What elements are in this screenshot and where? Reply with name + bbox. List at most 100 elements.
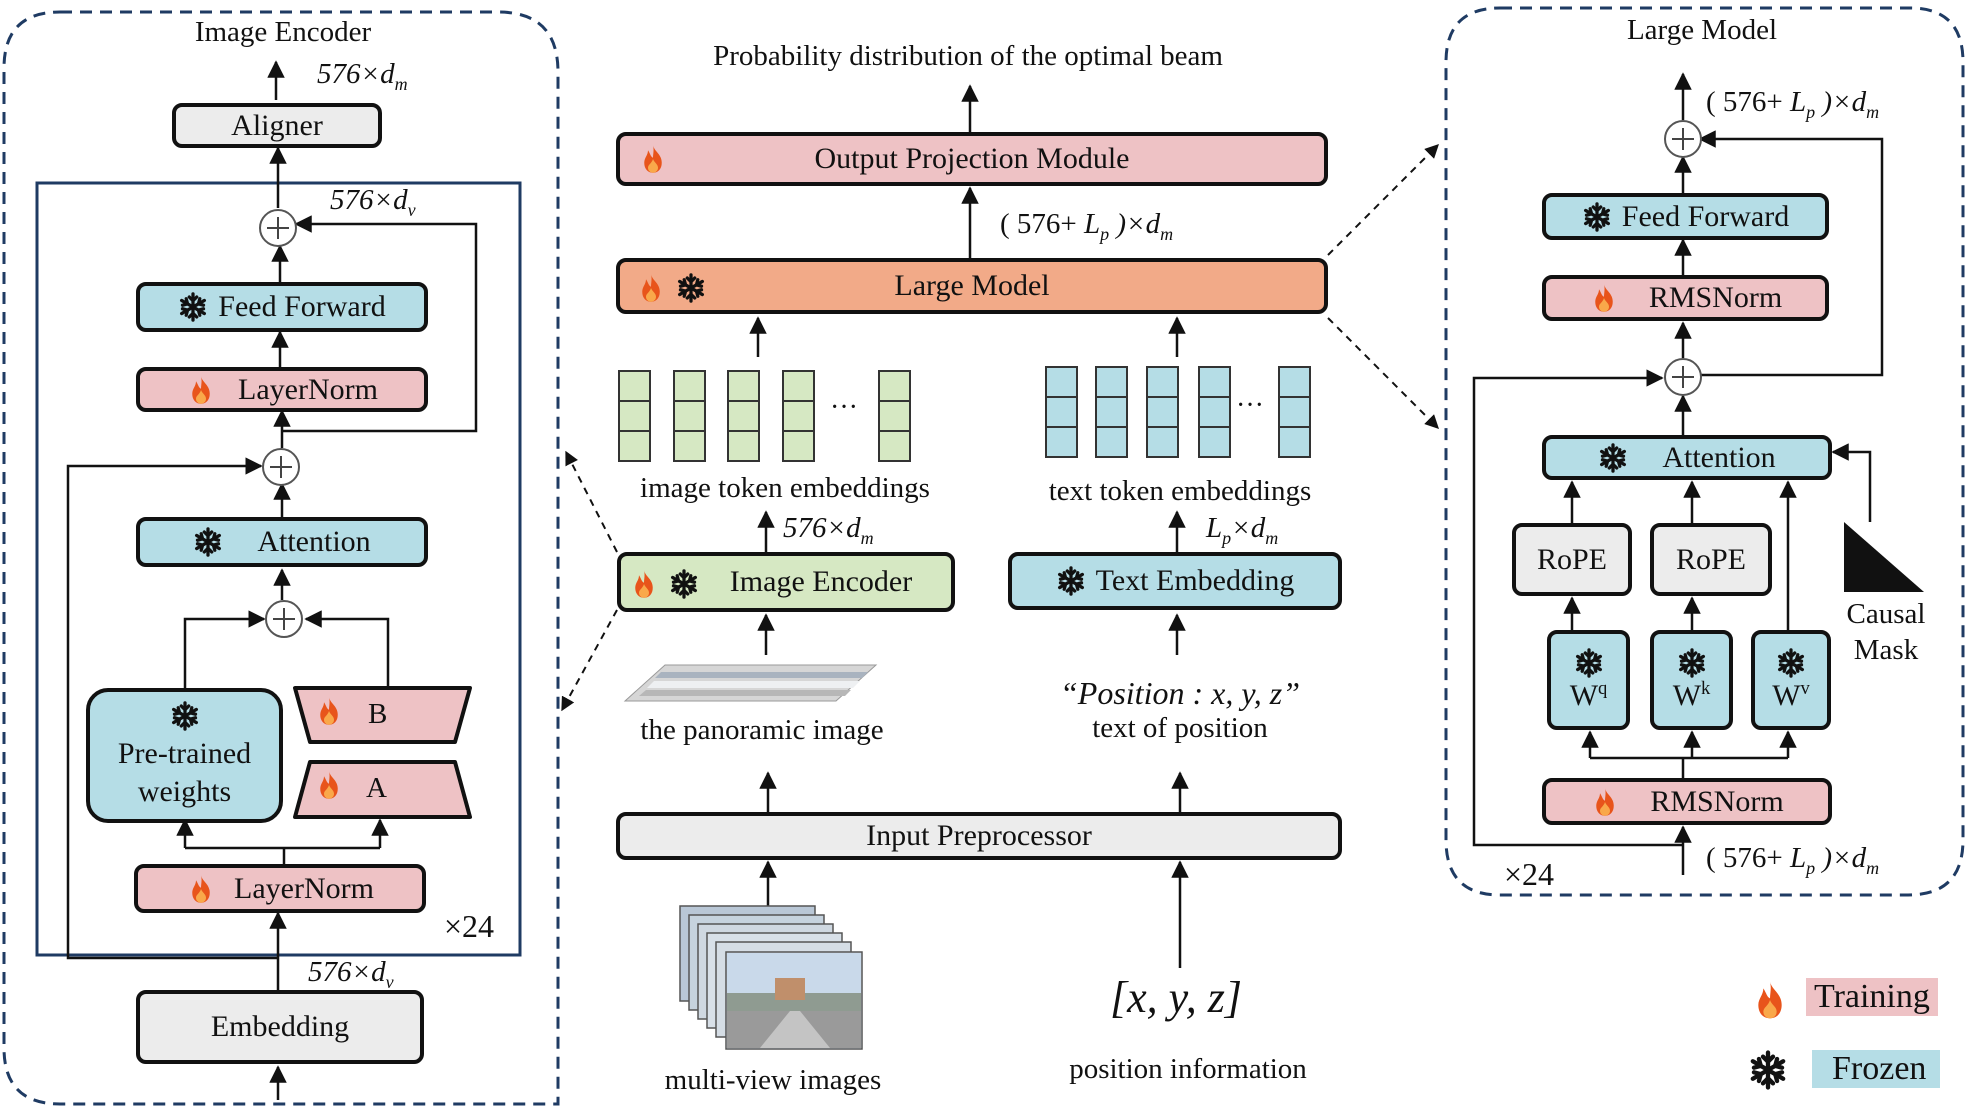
image-token-ellipsis: ··· [830,392,858,423]
wq-box: Wq [1547,630,1630,730]
image-token-embeddings-label: image token embeddings [640,472,930,504]
flame-icon [629,569,659,599]
lora-trapezoids [293,686,472,819]
large-model-panel-frame [1444,6,1965,897]
large-model-box: Large Model [616,258,1328,314]
image-token-col [673,370,706,462]
causal-mask-label-line1: Causal [1846,598,1926,630]
lm-rmsnorm-top-box: RMSNorm [1542,275,1829,321]
snowflake-icon [676,273,706,303]
snowflake-icon [170,701,200,731]
panoramic-image-label: the panoramic image [640,714,884,746]
image-encoder-panel-frame [2,10,560,1106]
flame-icon [314,770,344,800]
multi-view-images-stack [679,905,863,1050]
aligner-box: Aligner [172,103,382,148]
input-preprocessor-box: Input Preprocessor [616,812,1342,860]
lora-a-trapezoid [293,760,472,819]
snowflake-icon [178,292,208,322]
flame-icon [1750,980,1790,1020]
rope-box-1: RoPE [1512,523,1632,596]
lm-attention-box: Attention [1542,435,1832,480]
snowflake-icon [1582,201,1612,232]
image-encoder-box: Image Encoder [617,552,955,612]
pretrained-weights-box: Pre-trained weights [86,688,283,823]
encoder-attention-box: Attention [136,517,428,567]
flame-icon [638,144,668,174]
position-information-label: position information [1069,1053,1307,1085]
large-model-block-output-dim: ( 576+ Lp )×dm [1706,86,1880,122]
encoder-layernorm-top-box: LayerNorm [136,367,428,412]
lm-feed-forward-box: Feed Forward [1542,193,1829,240]
lm-rmsnorm-bottom-box: RMSNorm [1542,778,1832,825]
snowflake-icon [1056,566,1086,596]
text-of-position-label: text of position [1092,712,1268,744]
causal-mask-triangle [1844,522,1924,592]
snowflake-icon [1598,442,1628,473]
flame-icon [1589,283,1619,313]
legend-frozen-label: Frozen [1812,1050,1941,1088]
flame-icon [636,273,666,303]
snowflake-icon [669,569,699,599]
output-projection-box: Output Projection Module [616,132,1328,186]
lm-repeat-count: ×24 [1504,856,1555,892]
snowflake-icon [193,527,223,557]
flame-icon [1590,787,1620,817]
text-token-col [1045,366,1078,458]
image-encoder-output-dim: 576×dm [783,512,874,548]
large-model-output-dim: ( 576+ Lp )×dm [1000,208,1174,244]
large-model-block-input-dim: ( 576+ Lp )×dm [1706,842,1880,878]
image-encoder-panel-title: Image Encoder [194,16,372,48]
lm-residual-add-middle [1664,358,1702,396]
image-token-col [878,370,911,462]
encoder-feed-forward-box: Feed Forward [136,282,428,332]
text-embedding-box: Text Embedding [1008,552,1342,610]
image-token-col [727,370,760,462]
lora-b-label: B [368,698,388,730]
output-probability-label: Probability distribution of the optimal … [713,40,1223,72]
embedding-box: Embedding [136,990,424,1064]
xyz-vector: [x, y, z] [1110,973,1242,1022]
multi-view-images-label: multi-view images [664,1064,882,1096]
position-text-prompt: “Position : x, y, z” [1059,675,1301,711]
wv-box: Wv [1751,630,1831,730]
lora-a-label: A [366,772,387,804]
embedding-output-dim: 576×dv [308,956,394,992]
text-token-col [1146,366,1179,458]
snowflake-icon [1748,1050,1788,1090]
legend-frozen-icon [1748,1050,1788,1090]
flame-icon [186,375,216,405]
large-model-panel-title: Large Model [1626,14,1778,46]
legend-training-label: Training [1806,978,1938,1016]
text-token-col [1198,366,1231,458]
legend-training-icon [1750,980,1790,1020]
flame-icon [314,696,344,726]
rope-box-2: RoPE [1650,523,1772,596]
panoramic-image-thumbnail [623,664,878,702]
causal-mask-label-line2: Mask [1853,634,1919,666]
snowflake-icon [1677,647,1707,678]
image-token-col [618,370,651,462]
wk-box: Wk [1650,630,1733,730]
residual-add-top [259,209,297,247]
lora-add [265,600,303,638]
flame-icon [186,874,216,904]
lora-a-flame [314,770,344,800]
lora-b-trapezoid [293,686,472,744]
snowflake-icon [1574,647,1604,678]
text-token-ellipsis: ··· [1236,390,1264,421]
text-token-col [1278,366,1311,458]
encoder-layernorm-bottom-box: LayerNorm [134,864,426,913]
lora-b-flame [314,696,344,726]
text-token-embeddings-label: text token embeddings [1048,475,1312,507]
text-token-col [1095,366,1128,458]
text-embedding-output-dim: Lp×dm [1206,512,1279,548]
snowflake-icon [1776,647,1806,678]
image-token-col [782,370,815,462]
residual-add-middle [262,448,300,486]
encoder-repeat-count: ×24 [444,908,495,944]
lm-residual-add-top [1664,120,1702,158]
encoder-block-dim: 576×dv [330,184,416,220]
